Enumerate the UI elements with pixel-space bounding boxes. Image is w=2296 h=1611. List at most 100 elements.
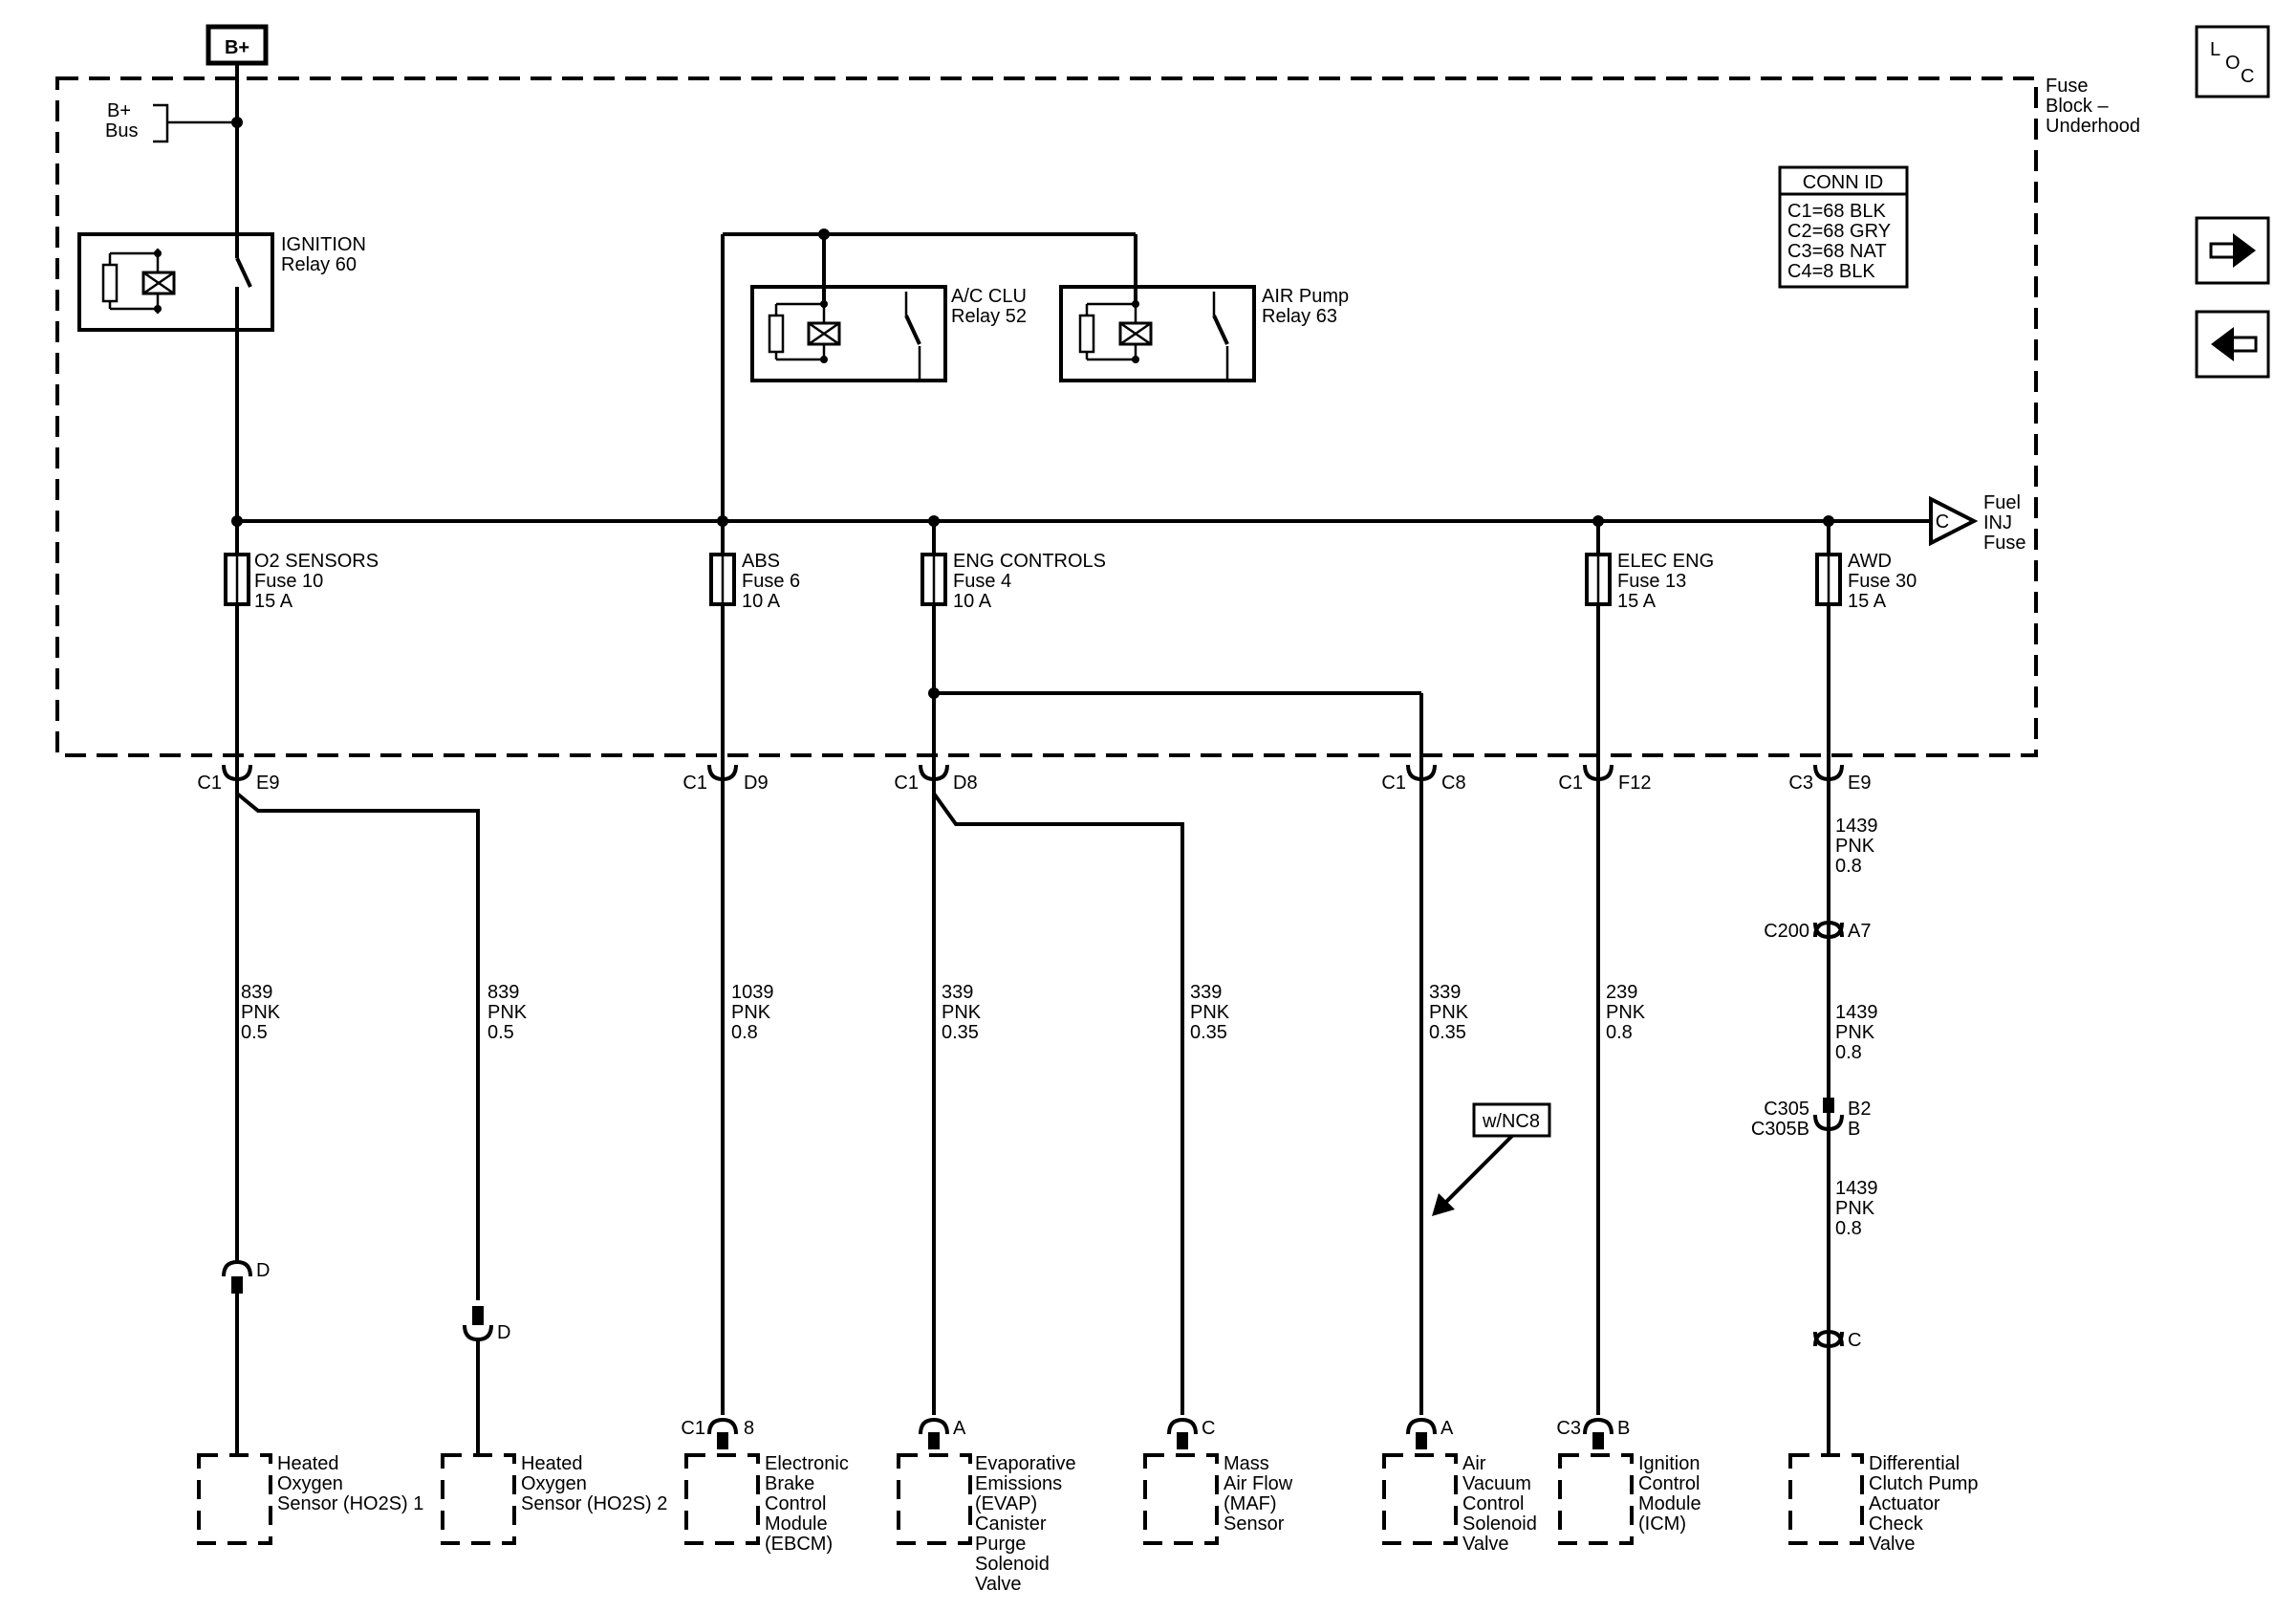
fuel-inj-label-1: Fuel bbox=[1983, 492, 2021, 513]
svg-text:0.35: 0.35 bbox=[1190, 1022, 1227, 1043]
svg-text:B2: B2 bbox=[1848, 1099, 1871, 1120]
connector-c1-d9 bbox=[707, 755, 738, 782]
b-plus-label: B+ bbox=[225, 37, 249, 58]
svg-text:0.8: 0.8 bbox=[1835, 1042, 1862, 1063]
connector-c1-f12 bbox=[1583, 755, 1614, 782]
svg-text:C305B: C305B bbox=[1751, 1119, 1809, 1140]
arrow-right-icon bbox=[2209, 233, 2256, 268]
svg-text:Mass: Mass bbox=[1224, 1453, 1269, 1474]
bus-label-2: Bus bbox=[105, 120, 138, 142]
svg-text:(MAF): (MAF) bbox=[1224, 1493, 1277, 1514]
component-ho2s-2: Heated Oxygen Sensor (HO2S) 2 bbox=[441, 1453, 667, 1545]
svg-text:PNK: PNK bbox=[1835, 1022, 1875, 1043]
svg-text:0.8: 0.8 bbox=[1835, 856, 1862, 877]
svg-text:Brake: Brake bbox=[765, 1473, 814, 1494]
svg-text:Air Flow: Air Flow bbox=[1224, 1473, 1293, 1494]
svg-text:A: A bbox=[1440, 1418, 1454, 1439]
svg-text:0.35: 0.35 bbox=[942, 1022, 979, 1043]
svg-text:E9: E9 bbox=[256, 773, 279, 794]
svg-text:Evaporative: Evaporative bbox=[975, 1453, 1076, 1474]
svg-text:Oxygen: Oxygen bbox=[521, 1473, 587, 1494]
svg-text:Sensor (HO2S) 2: Sensor (HO2S) 2 bbox=[521, 1493, 667, 1514]
ac-clu-relay-name: A/C CLU bbox=[951, 286, 1027, 307]
svg-text:D: D bbox=[497, 1322, 510, 1343]
svg-text:Check: Check bbox=[1869, 1513, 1924, 1535]
svg-text:PNK: PNK bbox=[487, 1002, 528, 1023]
svg-text:(ICM): (ICM) bbox=[1638, 1513, 1686, 1535]
svg-text:0.35: 0.35 bbox=[1429, 1022, 1466, 1043]
svg-text:A7: A7 bbox=[1848, 921, 1871, 942]
svg-text:Module: Module bbox=[765, 1513, 828, 1535]
svg-text:L: L bbox=[2210, 39, 2220, 60]
svg-text:D8: D8 bbox=[953, 773, 978, 794]
fuse-o2-number: Fuse 10 bbox=[254, 571, 323, 592]
svg-text:C8: C8 bbox=[1441, 773, 1466, 794]
svg-text:Control: Control bbox=[765, 1493, 826, 1514]
fuse-awd-amps: 15 A bbox=[1848, 591, 1887, 612]
connector-c1-d8 bbox=[919, 755, 949, 782]
fuse-block-label-1: Fuse bbox=[2046, 76, 2088, 97]
svg-text:339: 339 bbox=[1190, 982, 1222, 1003]
fuse-awd-number: Fuse 30 bbox=[1848, 571, 1917, 592]
pin-evap-a bbox=[919, 1417, 949, 1449]
svg-text:PNK: PNK bbox=[731, 1002, 771, 1023]
svg-text:Emissions: Emissions bbox=[975, 1473, 1062, 1494]
pin-ho2s1-d bbox=[222, 1259, 252, 1453]
option-tag-label: w/NC8 bbox=[1482, 1111, 1540, 1132]
svg-text:Ignition: Ignition bbox=[1638, 1453, 1700, 1474]
previous-page-button[interactable] bbox=[2195, 310, 2270, 379]
air-pump-relay-number: Relay 63 bbox=[1262, 306, 1337, 327]
fuse-elec-name: ELEC ENG bbox=[1617, 551, 1714, 572]
svg-text:Canister: Canister bbox=[975, 1513, 1047, 1535]
svg-text:Valve: Valve bbox=[975, 1574, 1022, 1595]
svg-text:339: 339 bbox=[1429, 982, 1461, 1003]
svg-text:Differential: Differential bbox=[1869, 1453, 1960, 1474]
svg-text:PNK: PNK bbox=[1429, 1002, 1469, 1023]
svg-text:839: 839 bbox=[241, 982, 272, 1003]
air-pump-relay-name: AIR Pump bbox=[1262, 286, 1349, 307]
locator-button[interactable]: L O C bbox=[2195, 25, 2270, 98]
fuse-awd-name: AWD bbox=[1848, 551, 1892, 572]
fuel-inj-label-2: INJ bbox=[1983, 512, 2012, 533]
svg-text:0.5: 0.5 bbox=[487, 1022, 514, 1043]
fuse-abs bbox=[709, 521, 736, 755]
svg-text:PNK: PNK bbox=[241, 1002, 281, 1023]
svg-text:Heated: Heated bbox=[277, 1453, 339, 1474]
fuse-block-label-3: Underhood bbox=[2046, 116, 2140, 137]
svg-text:0.8: 0.8 bbox=[731, 1022, 758, 1043]
svg-text:C3: C3 bbox=[1788, 773, 1813, 794]
air-pump-relay bbox=[1059, 285, 1256, 382]
svg-text:C3: C3 bbox=[1556, 1418, 1581, 1439]
fuse-awd bbox=[1815, 521, 1842, 755]
wire-839-ho2s2 bbox=[235, 792, 480, 1300]
ignition-relay bbox=[77, 232, 274, 332]
svg-text:PNK: PNK bbox=[1835, 1198, 1875, 1219]
svg-text:Module: Module bbox=[1638, 1493, 1701, 1514]
svg-text:239: 239 bbox=[1606, 982, 1637, 1003]
connector-c1-e9 bbox=[222, 755, 252, 782]
svg-text:(EBCM): (EBCM) bbox=[765, 1534, 833, 1555]
next-page-button[interactable] bbox=[2195, 216, 2270, 285]
fuse-abs-name: ABS bbox=[742, 551, 780, 572]
svg-text:D: D bbox=[256, 1260, 270, 1281]
svg-text:1439: 1439 bbox=[1835, 1002, 1878, 1023]
svg-text:839: 839 bbox=[487, 982, 519, 1003]
ac-clu-relay bbox=[750, 285, 947, 382]
svg-text:Sensor: Sensor bbox=[1224, 1513, 1285, 1535]
svg-text:1439: 1439 bbox=[1835, 1178, 1878, 1199]
svg-text:PNK: PNK bbox=[1835, 836, 1875, 857]
fuse-elec-amps: 15 A bbox=[1617, 591, 1657, 612]
svg-text:Sensor (HO2S) 1: Sensor (HO2S) 1 bbox=[277, 1493, 423, 1514]
conn-id-line-1: C1=68 BLK bbox=[1787, 201, 1887, 222]
svg-text:Control: Control bbox=[1462, 1493, 1524, 1514]
svg-text:C305: C305 bbox=[1764, 1099, 1809, 1120]
inline-connector-c305 bbox=[1813, 1098, 1844, 1132]
ignition-relay-number: Relay 60 bbox=[281, 254, 357, 275]
svg-text:C1: C1 bbox=[1558, 773, 1583, 794]
bus-label-1: B+ bbox=[107, 100, 131, 121]
pin-diff-clutch-c bbox=[1813, 1329, 1844, 1349]
svg-text:Oxygen: Oxygen bbox=[277, 1473, 343, 1494]
svg-text:Purge: Purge bbox=[975, 1534, 1026, 1555]
svg-text:1439: 1439 bbox=[1835, 816, 1878, 837]
fuse-block-boundary bbox=[55, 76, 2038, 757]
